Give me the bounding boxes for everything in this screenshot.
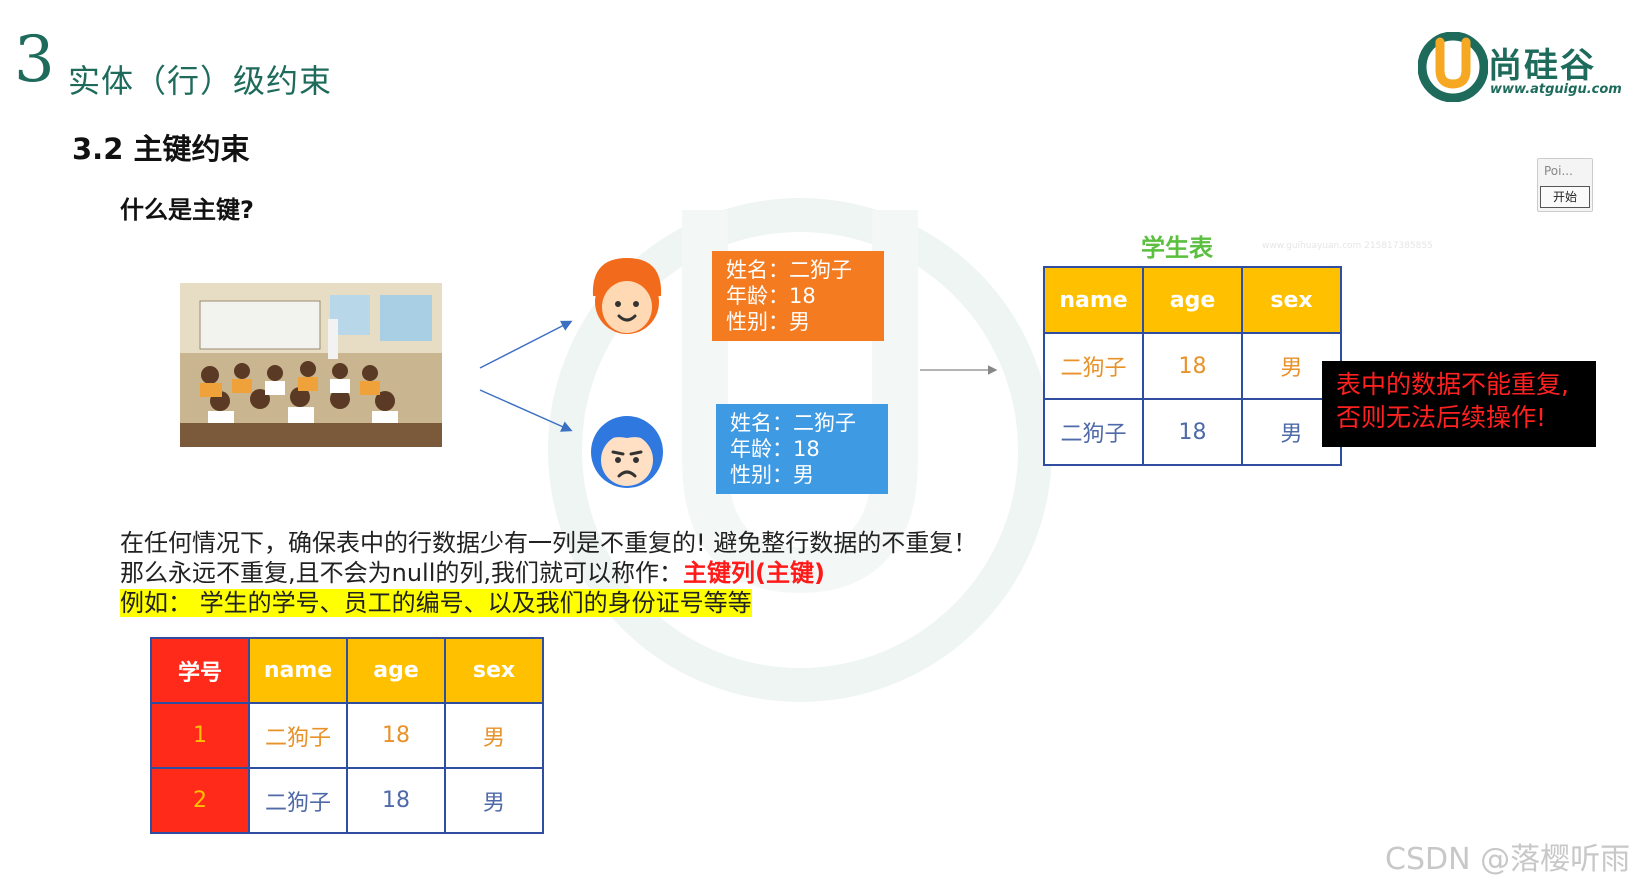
card-line: 姓名：二狗子: [730, 411, 856, 435]
table-cell: 男: [444, 767, 544, 834]
table-cell-pk: 1: [150, 702, 250, 769]
card-line: 年龄：18: [730, 437, 820, 461]
explanation-text: 在任何情况下，确保表中的行数据少有一列是不重复的! 避免整行数据的不重复！ 那么…: [120, 528, 977, 618]
header-cell: sex: [1241, 266, 1342, 334]
student-table-title: 学生表: [1141, 234, 1213, 262]
table-row: 2 二狗子 18 男: [150, 767, 544, 834]
subtitle: 3.2 主键约束: [72, 132, 250, 166]
header-cell: age: [346, 637, 446, 704]
start-button[interactable]: 开始: [1540, 186, 1590, 208]
student-card-2: 姓名：二狗子 年龄：18 性别：男: [716, 404, 888, 494]
card-line: 年龄：18: [726, 284, 816, 308]
primary-key-term: 主键列(主键): [683, 559, 825, 587]
table-cell: 二狗子: [1043, 398, 1144, 466]
arrow-to-avatar-1: [479, 320, 573, 369]
explanation-line-3: 例如： 学生的学号、员工的编号、以及我们的身份证号等等: [120, 588, 977, 618]
table-cell: 二狗子: [1043, 332, 1144, 400]
section-title: 实体（行）级约束: [68, 62, 333, 100]
logo-url: www.atguigu.com: [1490, 82, 1622, 97]
arrow-to-avatar-2: [479, 389, 573, 432]
explanation-line-1: 在任何情况下，确保表中的行数据少有一列是不重复的! 避免整行数据的不重复！: [120, 529, 978, 557]
table-row: 二狗子 18 男: [1043, 398, 1342, 466]
table-cell: 二狗子: [248, 702, 348, 769]
table-cell: 18: [1142, 332, 1243, 400]
student-table: name age sex 二狗子 18 男 二狗子 18 男: [1043, 266, 1342, 466]
table-row: 1 二狗子 18 男: [150, 702, 544, 769]
csdn-watermark: CSDN @落樱听雨: [1385, 842, 1631, 877]
happy-face-icon: [592, 258, 662, 334]
logo-name: 尚硅谷: [1488, 46, 1596, 86]
primary-key-table: 学号 name age sex 1 二狗子 18 男 2 二狗子 18 男: [150, 637, 544, 834]
warning-line: 表中的数据不能重复,: [1336, 370, 1569, 399]
table-row: 二狗子 18 男: [1043, 332, 1342, 400]
widget-label: Poi...: [1544, 164, 1573, 178]
card-line: 性别：男: [730, 463, 814, 487]
flow-arrows: [479, 320, 998, 432]
header-cell: age: [1142, 266, 1243, 334]
table-header-row: 学号 name age sex: [150, 637, 544, 704]
sad-face-icon: [591, 416, 663, 488]
watermark-logo-icon: [548, 198, 1052, 702]
duplicate-warning: 表中的数据不能重复, 否则无法后续操作!: [1322, 361, 1596, 447]
header-cell: name: [1043, 266, 1144, 334]
student-card-1: 姓名：二狗子 年龄：18 性别：男: [712, 251, 884, 341]
table-cell: 男: [444, 702, 544, 769]
table-cell: 18: [346, 702, 446, 769]
table-cell: 18: [1142, 398, 1243, 466]
table-cell: 二狗子: [248, 767, 348, 834]
warning-line: 否则无法后续操作!: [1336, 403, 1547, 432]
classroom-photo: [180, 283, 442, 447]
table-cell-pk: 2: [150, 767, 250, 834]
header-cell-pk: 学号: [150, 637, 250, 704]
card-line: 性别：男: [726, 310, 810, 334]
header-cell: sex: [444, 637, 544, 704]
explanation-line-2: 那么永远不重复,且不会为null的列,我们就可以称作：主键列(主键): [120, 558, 977, 588]
line2-prefix: 那么永远不重复,且不会为null的列,我们就可以称作：: [120, 559, 684, 587]
atguigu-logo-icon: [1418, 32, 1488, 102]
table-cell: 18: [346, 767, 446, 834]
section-number: 3: [14, 23, 55, 97]
example-highlight: 例如： 学生的学号、员工的编号、以及我们的身份证号等等: [120, 589, 752, 617]
table-header-row: name age sex: [1043, 266, 1342, 334]
question-heading: 什么是主键?: [120, 196, 254, 224]
card-line: 姓名：二狗子: [726, 258, 852, 282]
faint-watermark-text: www.guihuayuan.com 215817385855: [1262, 241, 1433, 251]
header-cell: name: [248, 637, 348, 704]
